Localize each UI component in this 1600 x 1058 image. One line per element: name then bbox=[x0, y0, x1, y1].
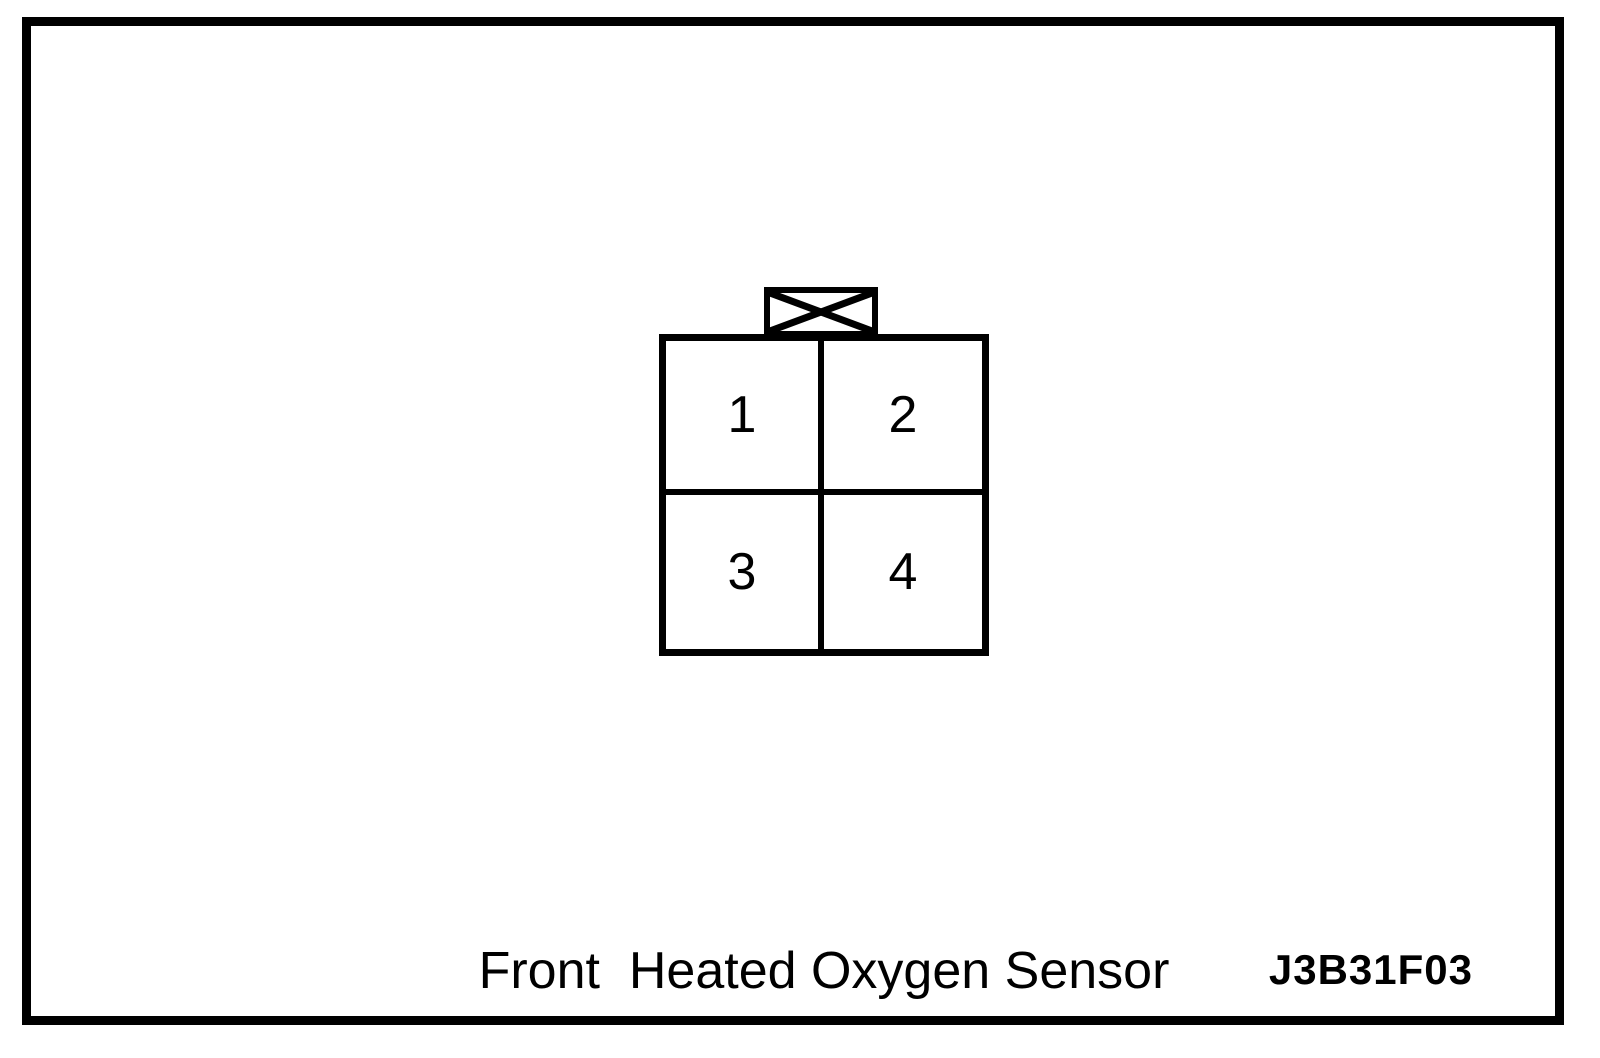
pin-number-2: 2 bbox=[888, 386, 918, 444]
pin-number-4: 4 bbox=[888, 543, 918, 601]
pin-cell-3: 3 bbox=[666, 495, 824, 649]
connector-pin-grid: 1 2 3 4 bbox=[659, 334, 989, 656]
figure-frame: 1 2 3 4 Front Heated Oxygen Sensor (HO2S… bbox=[22, 17, 1564, 1025]
connector-keyway-tab bbox=[764, 287, 878, 337]
pin-cell-4: 4 bbox=[824, 495, 982, 649]
pin-cell-2: 2 bbox=[824, 341, 982, 495]
keyway-x-icon bbox=[770, 293, 872, 331]
pin-number-1: 1 bbox=[727, 386, 757, 444]
figure-caption: Front Heated Oxygen Sensor (HO2S1) Conne… bbox=[53, 796, 1595, 1058]
pin-number-3: 3 bbox=[727, 543, 757, 601]
pin-cell-1: 1 bbox=[666, 341, 824, 495]
figure-code: J3B31F03 bbox=[1268, 946, 1473, 993]
figure-caption-line-1: Front Heated Oxygen Sensor bbox=[478, 942, 1170, 1000]
